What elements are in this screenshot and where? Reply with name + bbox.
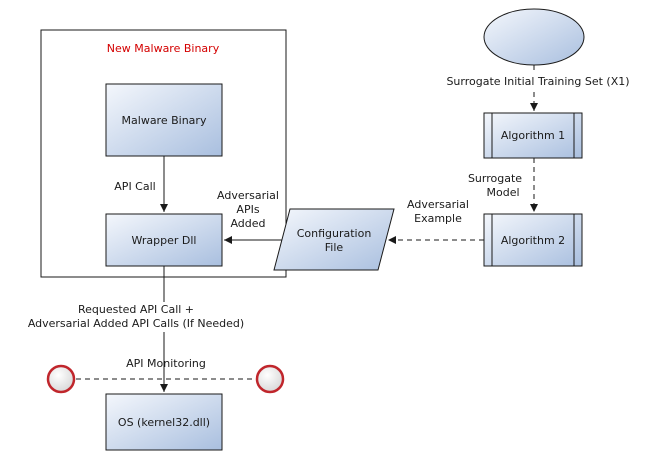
api-monitoring-label: API Monitoring [126, 357, 206, 370]
algorithm-1-node [483, 112, 583, 159]
configuration-file-label-2: File [325, 241, 344, 254]
algorithm-1-label: Algorithm 1 [501, 129, 565, 142]
start-ellipse [483, 8, 585, 66]
api-call-label: API Call [114, 180, 155, 193]
adversarial-apis-label-1: Adversarial [217, 189, 279, 202]
monitor-left-circle [46, 364, 76, 394]
surrogate-model-label-2: Model [486, 186, 519, 199]
adversarial-example-label-1: Adversarial [407, 198, 469, 211]
wrapper-dll-label: Wrapper Dll [132, 234, 197, 247]
configuration-file-node [273, 208, 395, 271]
algorithm-2-node [483, 213, 583, 267]
adversarial-apis-label-2: APIs [236, 203, 259, 216]
adversarial-example-label-2: Example [414, 212, 462, 225]
surrogate-model-label-1: Surrogate [468, 172, 522, 185]
training-set-label: Surrogate Initial Training Set (X1) [446, 75, 629, 88]
os-kernel32-node [105, 393, 223, 451]
malware-binary-label: Malware Binary [122, 114, 207, 127]
wrapper-dll-node [105, 213, 223, 267]
requested-api-label-bg [20, 302, 260, 332]
algorithm-2-label: Algorithm 2 [501, 234, 565, 247]
adversarial-apis-label-3: Added [230, 217, 265, 230]
container-title: New Malware Binary [107, 42, 220, 55]
requested-api-label-1: Requested API Call + [78, 303, 194, 316]
monitor-right-circle [255, 364, 285, 394]
requested-api-label-2: Adversarial Added API Calls (If Needed) [28, 317, 244, 330]
configuration-file-label-1: Configuration [297, 227, 372, 240]
training-set-label-bg [428, 74, 648, 88]
os-kernel32-label: OS (kernel32.dll) [118, 416, 210, 429]
